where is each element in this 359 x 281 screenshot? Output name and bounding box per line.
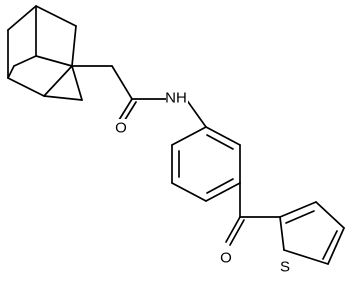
nitrogen-label: NH — [165, 90, 187, 107]
bond — [35, 5, 77, 27]
bond — [285, 210, 315, 224]
atom-nitrogen: NH — [165, 89, 188, 107]
bond — [7, 5, 37, 31]
bond — [206, 178, 234, 194]
acetamide-linker — [71, 65, 207, 128]
bond — [322, 230, 338, 260]
bond — [43, 95, 83, 101]
bond — [13, 55, 37, 67]
bond — [7, 65, 15, 79]
bond — [206, 134, 234, 150]
bond — [205, 126, 241, 146]
ketone-bridge — [225, 182, 281, 246]
bond — [71, 65, 83, 101]
thiophene-ring — [279, 201, 345, 265]
bond — [279, 216, 285, 251]
bond — [225, 216, 241, 243]
sulfur-label: S — [280, 259, 290, 276]
bond — [171, 182, 207, 202]
ketone-oxygen-label: O — [220, 250, 232, 267]
atom-amide-oxygen: O — [114, 119, 128, 137]
bond — [35, 55, 73, 67]
bond — [315, 201, 345, 229]
bond — [229, 219, 245, 246]
benzene-ring — [171, 126, 241, 202]
bond — [171, 126, 207, 146]
bond — [111, 65, 133, 100]
bond — [7, 77, 45, 97]
bond — [279, 201, 317, 218]
bond — [71, 25, 77, 67]
bond — [327, 227, 345, 265]
atom-sulfur: S — [278, 258, 292, 276]
atom-ketone-oxygen: O — [219, 249, 233, 267]
bond — [205, 182, 241, 202]
bond — [118, 98, 133, 121]
bond — [185, 98, 207, 128]
bond — [283, 249, 329, 265]
amide-oxygen-label: O — [115, 120, 127, 137]
bond — [43, 65, 73, 97]
adamantane-cage — [7, 5, 83, 101]
